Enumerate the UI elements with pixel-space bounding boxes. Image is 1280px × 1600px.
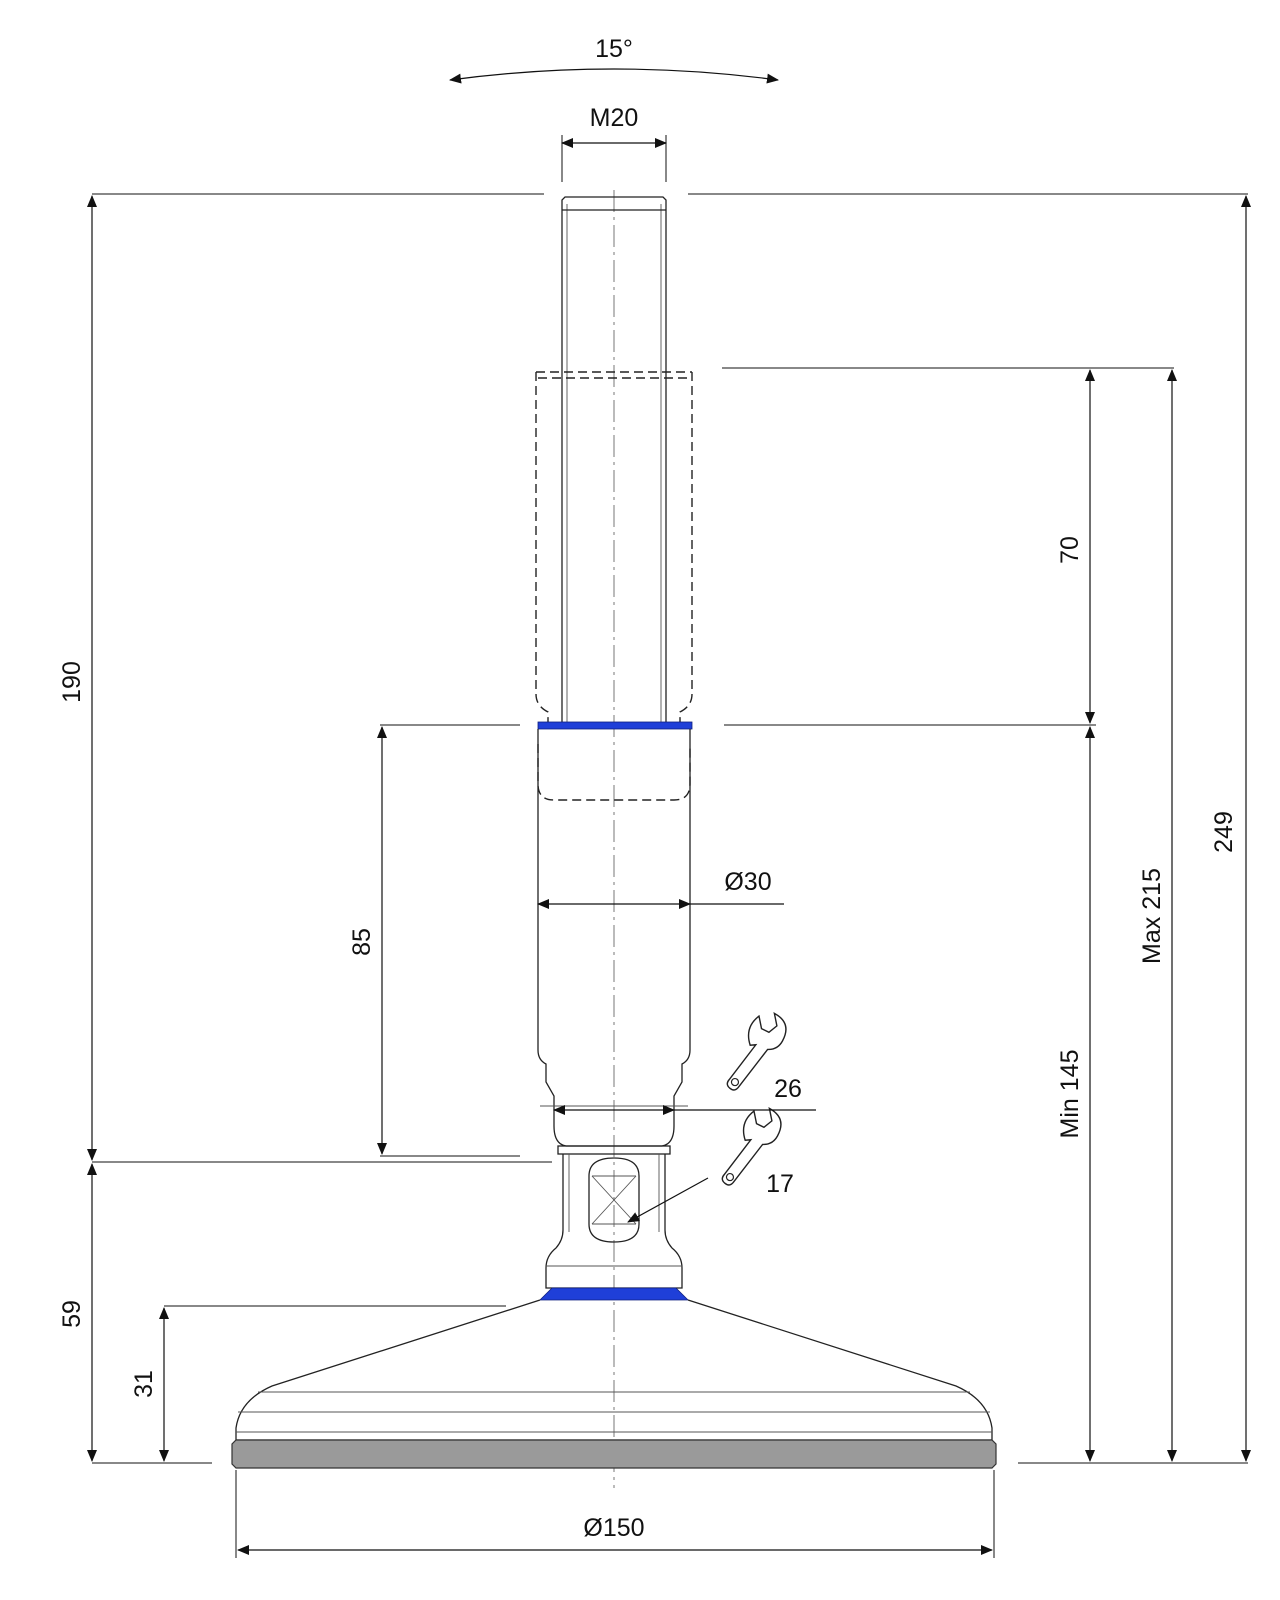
height-31-label: 31 [130,1370,158,1398]
thread-label: M20 [590,104,639,132]
tilt-angle-label: 15° [595,35,633,63]
threaded-stud [561,196,667,728]
joint-seal [539,1287,689,1301]
rubber-pad [231,1439,997,1469]
height-adjust-ring [537,721,693,730]
height-total-label: 249 [1210,811,1238,853]
height-min-label: Min 145 [1056,1050,1084,1139]
extension-lines [92,135,1248,1558]
extended-position-outline [535,371,693,801]
height-70-label: 70 [1056,536,1084,564]
diameter-tube-label: Ø30 [724,868,771,896]
base-plate [231,1299,997,1469]
wrench-17-icon [721,1106,782,1186]
wrench-17-leader [627,1177,709,1223]
leveling-foot [231,190,997,1488]
dimension-lines [87,68,1251,1555]
wrench-17-label: 17 [766,1170,794,1198]
tilt-angle-arc [449,68,779,84]
height-85-label: 85 [348,928,376,956]
dimension-labels: 15° M20 190 59 31 85 70 Min 145 Max 215 … [58,35,1238,1542]
height-max-label: Max 215 [1138,868,1166,964]
wrench-26-icon [726,1011,787,1091]
hex-neck [545,1145,683,1289]
diameter-base-label: Ø150 [583,1514,644,1542]
height-190-label: 190 [58,661,86,703]
height-59-label: 59 [58,1300,86,1328]
wrench-26-label: 26 [774,1075,802,1103]
